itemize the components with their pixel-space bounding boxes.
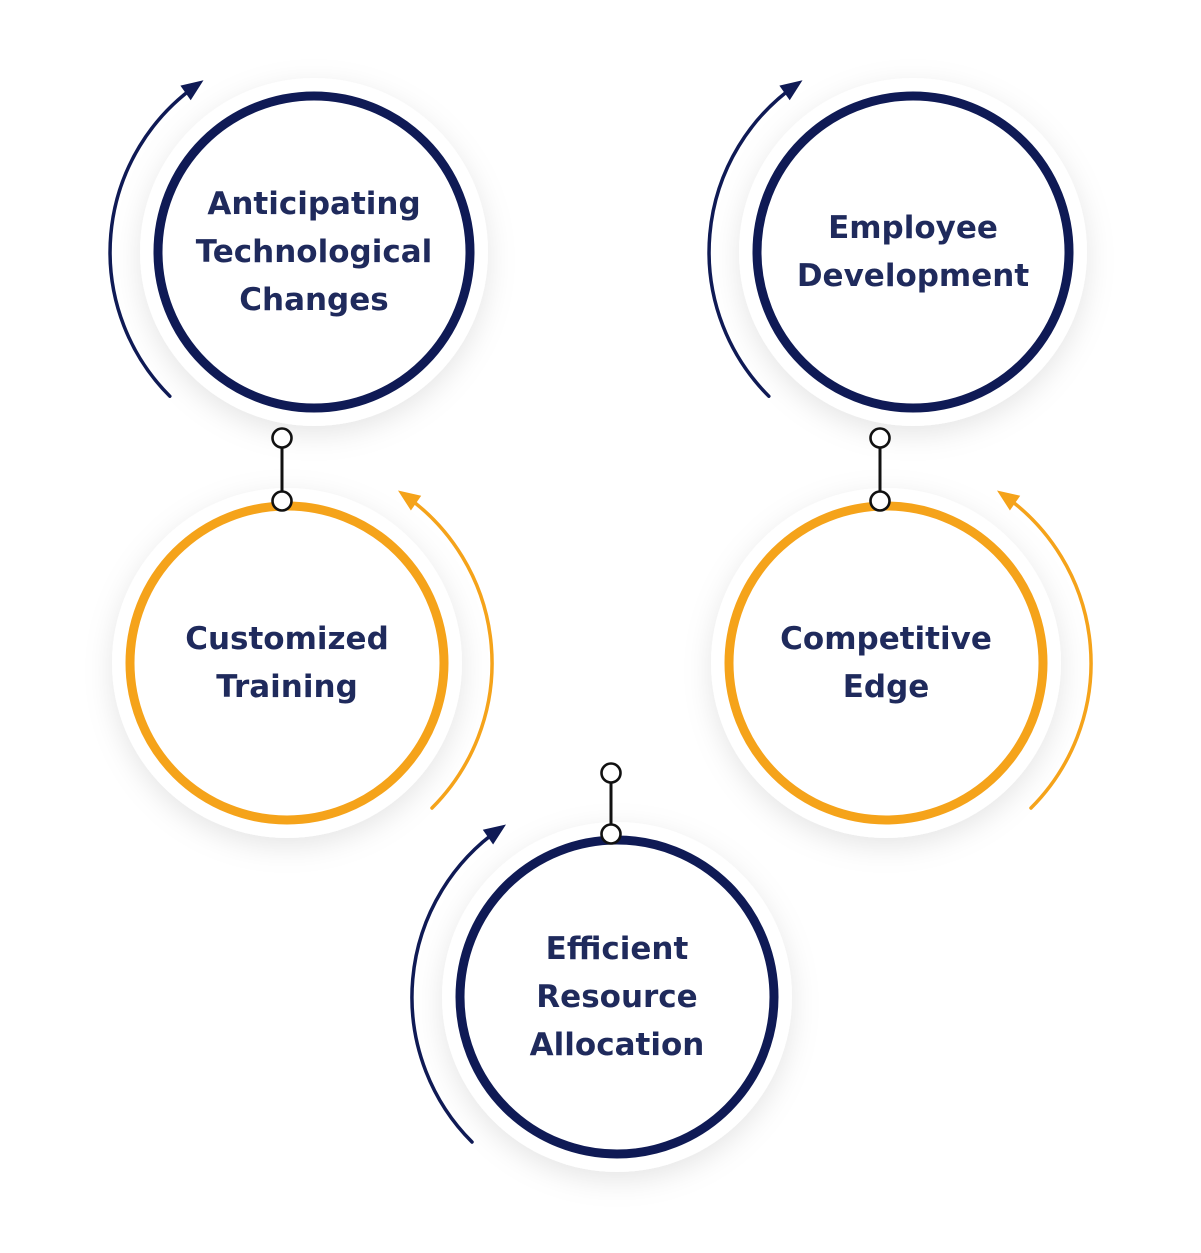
customized-circle <box>125 501 449 825</box>
anticipating-label-line: Changes <box>239 282 388 318</box>
employee-label-line: Development <box>797 258 1029 294</box>
customized-arrowhead <box>398 490 422 511</box>
anticipating-arc-arrow <box>108 83 199 398</box>
connector-dot-bottom <box>600 823 622 845</box>
employee-arc-arrow <box>707 83 798 398</box>
arc-arrow-layer <box>108 80 1093 1144</box>
competitive-arrowhead <box>997 490 1021 511</box>
competitive-arc-arrow <box>1001 493 1093 810</box>
circle-layer <box>125 91 1074 1159</box>
efficient-label-line: Allocation <box>530 1027 705 1063</box>
customized-label-line: Customized <box>185 621 389 657</box>
competitive-circle <box>724 501 1048 825</box>
employee-circle <box>752 91 1074 413</box>
customized-arc-arrow <box>402 493 494 810</box>
efficient-label-line: Efficient <box>546 931 689 967</box>
connector-dot-bottom <box>869 490 891 512</box>
connector-layer <box>271 427 891 845</box>
connector-dot-top <box>869 427 891 449</box>
efficient-arc-arrow <box>410 827 502 1144</box>
employee-arrowhead <box>779 80 803 101</box>
competitive-label-line: Edge <box>843 669 930 705</box>
efficient-arrowhead <box>482 824 506 845</box>
anticipating-circle <box>153 91 475 413</box>
competitive-label-line: Competitive <box>780 621 992 657</box>
connector-dot-top <box>271 427 293 449</box>
connector-dot-top <box>600 762 622 784</box>
anticipating-arrowhead <box>180 80 204 101</box>
efficient-label-line: Resource <box>536 979 697 1015</box>
employee-label-line: Employee <box>828 210 998 246</box>
anticipating-label-line: Technological <box>196 234 433 270</box>
connector-dot-bottom <box>271 490 293 512</box>
customized-label-line: Training <box>216 669 358 705</box>
anticipating-label-line: Anticipating <box>207 186 420 222</box>
